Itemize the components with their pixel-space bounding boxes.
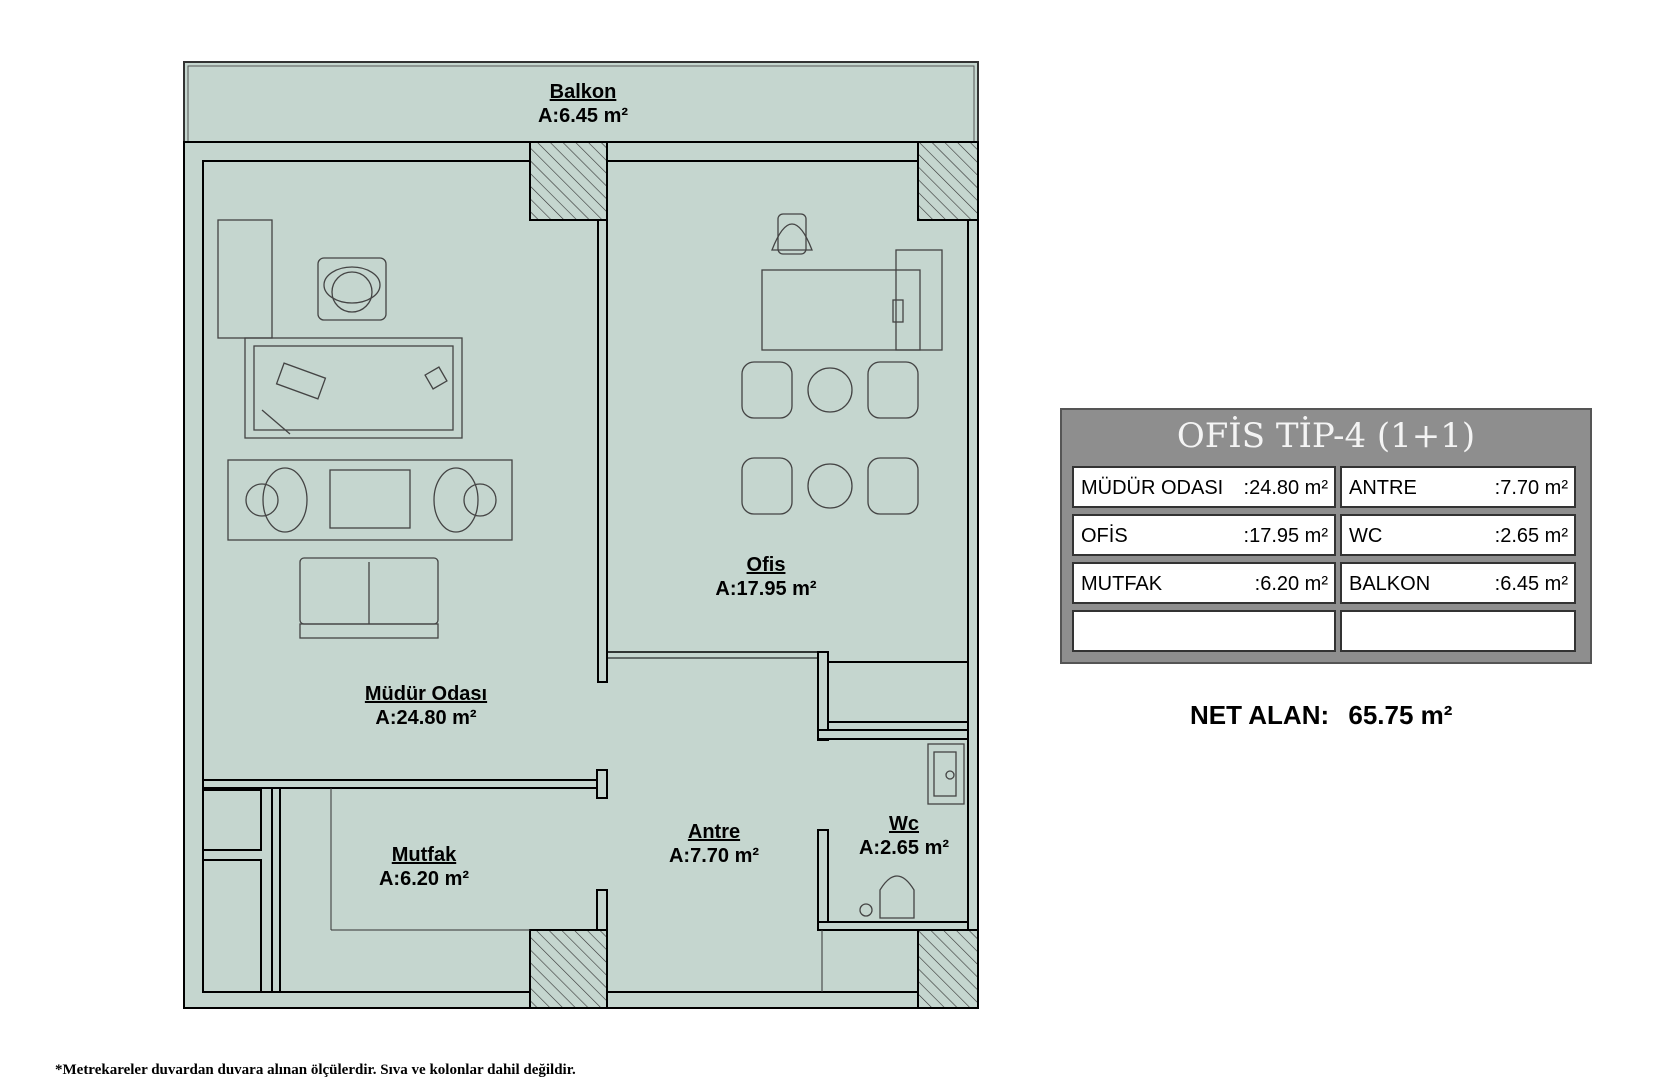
- legend-cell: BALKON :6.45 m²: [1340, 562, 1576, 604]
- legend-key: ANTRE: [1349, 477, 1417, 499]
- column: [529, 929, 608, 1009]
- legend-key: MÜDÜR ODASI: [1081, 477, 1224, 499]
- legend-title: OFİS TİP-4 (1+1): [1176, 416, 1476, 456]
- legend-cell: OFİS :17.95 m²: [1072, 514, 1336, 556]
- column: [917, 141, 979, 221]
- balkon-name: Balkon: [550, 81, 617, 103]
- office-furniture: [741, 213, 943, 515]
- balkon-area: A:6.45 m²: [538, 105, 628, 127]
- net-area-value: 65.75 m²: [1348, 700, 1453, 730]
- wc-area: A:2.65 m²: [859, 837, 949, 859]
- mutfak-name: Mutfak: [392, 844, 457, 866]
- legend-value: :6.45 m²: [1494, 573, 1568, 595]
- column: [917, 929, 979, 1009]
- interior-walls: [202, 219, 969, 993]
- legend-cell: MUTFAK :6.20 m²: [1072, 562, 1336, 604]
- legend-key: WC: [1349, 525, 1383, 547]
- legend-cell: ANTRE :7.70 m²: [1340, 466, 1576, 508]
- area-legend: OFİS TİP-4 (1+1) MÜDÜR ODASI :24.80 m² A…: [1060, 408, 1592, 664]
- legend-value: :7.70 m²: [1494, 477, 1568, 499]
- balcony-area: [183, 61, 979, 143]
- antre-name: Antre: [688, 821, 740, 843]
- mudur-name: Müdür Odası: [365, 683, 487, 705]
- net-area: NET ALAN: 65.75 m²: [1190, 700, 1452, 731]
- legend-cell: MÜDÜR ODASI :24.80 m²: [1072, 466, 1336, 508]
- legend-value: :24.80 m²: [1243, 477, 1328, 499]
- legend-value: :2.65 m²: [1494, 525, 1568, 547]
- manager-room-furniture: [217, 219, 513, 639]
- ofis-area: A:17.95 m²: [715, 578, 816, 600]
- legend-cell-empty: [1340, 610, 1576, 652]
- legend-value: :17.95 m²: [1243, 525, 1328, 547]
- wc-fixtures: [859, 743, 965, 919]
- legend-value: :6.20 m²: [1254, 573, 1328, 595]
- legend-key: BALKON: [1349, 573, 1431, 595]
- footnote: *Metrekareler duvardan duvara alınan ölç…: [55, 1062, 576, 1078]
- ofis-name: Ofis: [747, 554, 786, 576]
- wc-name: Wc: [889, 813, 919, 835]
- legend-cell-empty: [1072, 610, 1336, 652]
- net-area-label: NET ALAN:: [1190, 700, 1330, 730]
- legend-key: MUTFAK: [1081, 573, 1163, 595]
- mutfak-area: A:6.20 m²: [379, 868, 469, 890]
- legend-cell: WC :2.65 m²: [1340, 514, 1576, 556]
- mudur-area: A:24.80 m²: [375, 707, 476, 729]
- legend-key: OFİS: [1081, 525, 1128, 547]
- column: [529, 141, 608, 221]
- antre-area: A:7.70 m²: [669, 845, 759, 867]
